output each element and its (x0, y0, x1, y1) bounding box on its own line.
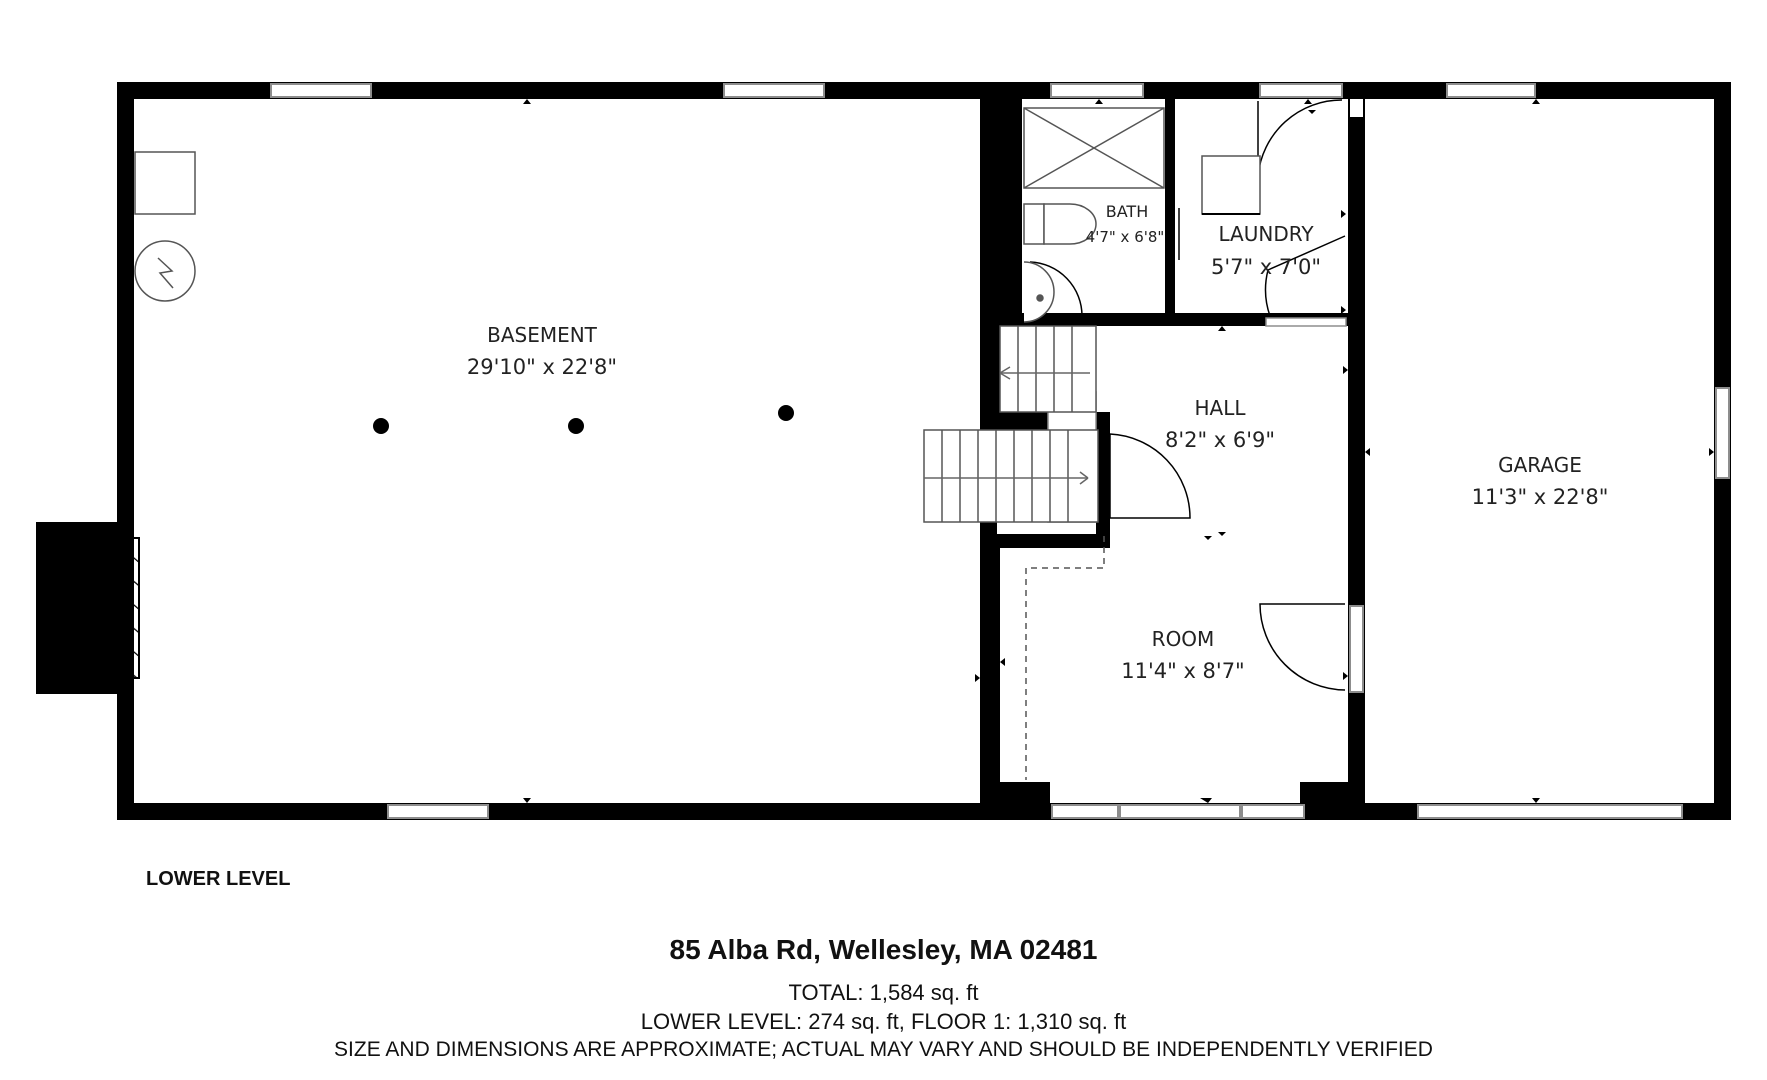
level-label: LOWER LEVEL (146, 868, 291, 890)
basement-fixtures (134, 151, 794, 434)
staircase-upper (999, 325, 1097, 413)
windows (270, 83, 1730, 819)
total-area: TOTAL: 1,584 sq. ft (788, 980, 979, 1005)
room-labels: BASEMENT 29'10" x 22'8" BATH 4'7" x 6'8"… (467, 202, 1608, 683)
room-name-bath: BATH (1106, 202, 1148, 221)
room-name-room: ROOM (1152, 627, 1215, 651)
fireplace (36, 522, 140, 694)
level-areas: LOWER LEVEL: 274 sq. ft, FLOOR 1: 1,310 … (640, 1009, 1127, 1034)
wall-markers (523, 99, 1714, 803)
bath-fixtures (1023, 107, 1165, 323)
room-name-laundry: LAUNDRY (1218, 222, 1314, 246)
room-dims-garage: 11'3" x 22'8" (1472, 485, 1609, 509)
size-disclaimer: SIZE AND DIMENSIONS ARE APPROXIMATE; ACT… (334, 1038, 1433, 1061)
property-address: 85 Alba Rd, Wellesley, MA 02481 (669, 934, 1098, 965)
staircase-lower (923, 429, 1099, 523)
room-dims-room: 11'4" x 8'7" (1121, 659, 1244, 683)
room-name-garage: GARAGE (1498, 453, 1582, 477)
soffit-dashed-line (1025, 536, 1105, 780)
laundry-appliance (1201, 155, 1261, 215)
room-dims-basement: 29'10" x 22'8" (467, 355, 617, 379)
room-dims-hall: 8'2" x 6'9" (1165, 428, 1275, 452)
room-name-basement: BASEMENT (487, 323, 598, 347)
room-dims-laundry: 5'7" x 7'0" (1211, 255, 1321, 279)
room-dims-bath: 4'7" x 6'8" (1086, 228, 1165, 246)
room-name-hall: HALL (1194, 396, 1246, 420)
